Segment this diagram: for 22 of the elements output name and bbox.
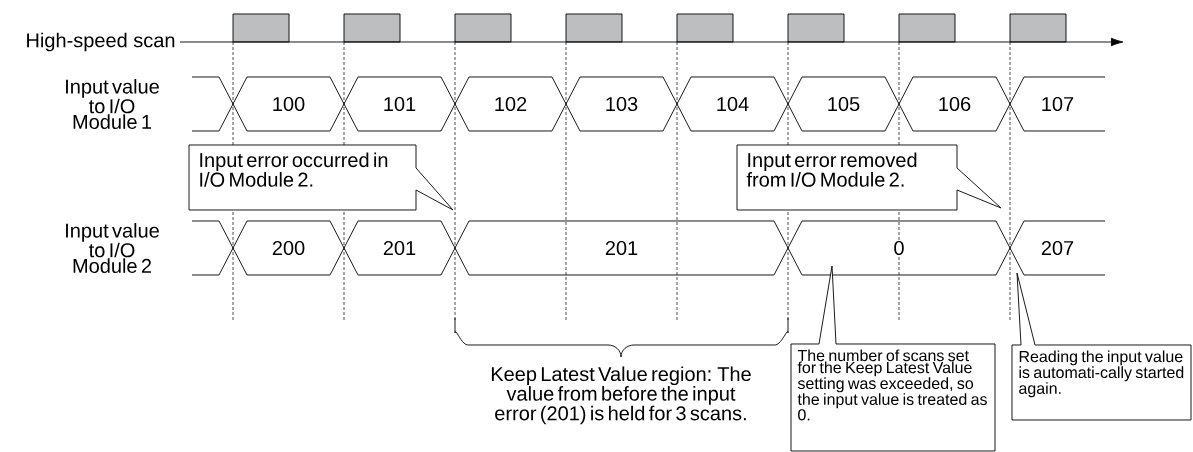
signal-value: 201 xyxy=(343,220,456,276)
row-label: Input value to I/O Module 2 xyxy=(66,223,159,273)
signal-value: 104 xyxy=(676,76,789,132)
signal-value: 101 xyxy=(343,76,456,132)
signal-value: 105 xyxy=(787,76,900,132)
callout-balloon: The number of scans set for the Keep Latest Value setting was exceeded, so the input value is treated as 0. xyxy=(790,265,996,452)
callout-balloon: Input error occurred in I/O Module 2. xyxy=(188,144,454,211)
region-note: Keep Latest Value region: The value from before the input error (201) is held for 3 scans. xyxy=(491,366,751,425)
signal-value: 0 xyxy=(787,220,1011,276)
node-label: The number of scans set for the Keep Latest Value setting was exceeded, so the input value is treated as 0. xyxy=(797,349,987,421)
signal-value: 106 xyxy=(898,76,1011,132)
signal-value: 102 xyxy=(454,76,567,132)
signal-value: 103 xyxy=(565,76,678,132)
row-label: Input value to I/O Module 1 xyxy=(66,79,159,129)
row-label: High-speed scan xyxy=(27,32,175,52)
signal-value: 107 xyxy=(1009,76,1106,132)
signal-value: 201 xyxy=(454,220,789,276)
callout-balloon: Reading the input value is automati-cally started again. xyxy=(1011,272,1192,421)
signal-value: 100 xyxy=(232,76,345,132)
signal-value: 207 xyxy=(1009,220,1106,276)
callout-balloon: Input error removed from I/O Module 2. xyxy=(736,144,1002,211)
signal-value: 200 xyxy=(232,220,345,276)
